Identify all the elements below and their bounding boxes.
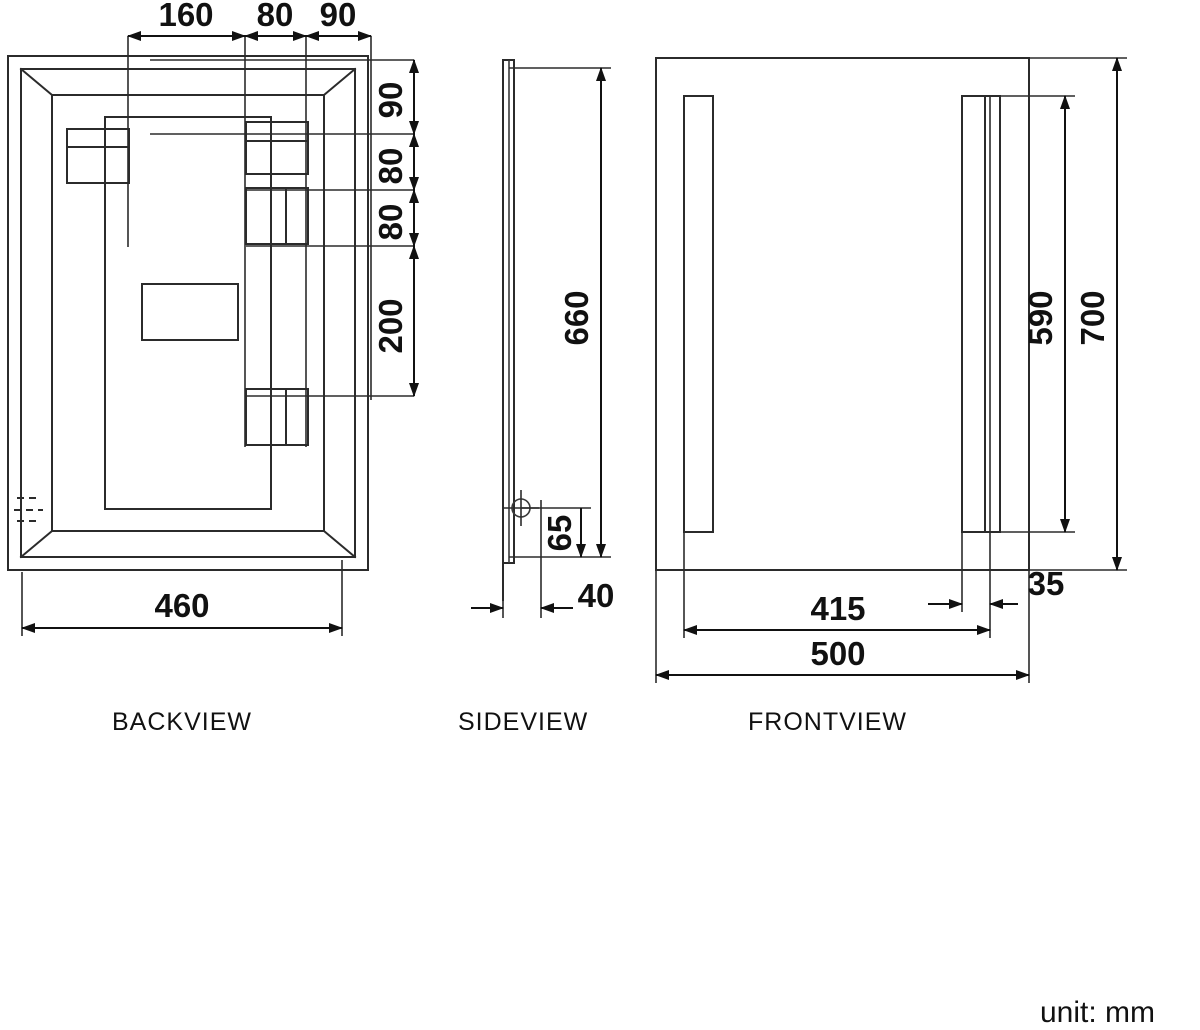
view-label-sideview: SIDEVIEW xyxy=(458,708,588,736)
dim-backview-top-160: 160 xyxy=(127,0,246,41)
dim-sideview-660: 660 xyxy=(558,67,606,558)
dim-sideview-65: 65 xyxy=(541,508,586,558)
dim-label-90-top: 90 xyxy=(320,0,357,33)
dim-label-590: 590 xyxy=(1022,290,1059,345)
dim-label-460: 460 xyxy=(154,587,209,624)
dim-frontview-700: 700 xyxy=(1074,57,1122,571)
dim-backview-right-80a: 80 xyxy=(372,133,419,191)
frontview-handle-strip-right xyxy=(961,95,1001,533)
unit-note: unit: mm xyxy=(1040,996,1155,1029)
dim-label-415: 415 xyxy=(810,590,865,627)
backview-hinge-bracket-left xyxy=(66,128,130,184)
backview-hinge-bracket-right-upper xyxy=(245,121,309,175)
dim-label-80-right-b: 80 xyxy=(372,204,409,241)
backview-mitre-top-left xyxy=(19,67,54,97)
backview-mitre-bottom-left xyxy=(19,529,54,559)
frontview-geometry xyxy=(655,57,1030,571)
dim-label-80-top: 80 xyxy=(257,0,294,33)
dim-label-35: 35 xyxy=(1028,565,1065,602)
dim-frontview-415: 415 xyxy=(683,590,991,635)
dim-backview-right-90: 90 xyxy=(372,59,419,135)
backview-hinge-bracket-right-middle xyxy=(245,187,309,245)
dim-backview-top-80: 80 xyxy=(244,0,307,41)
dim-backview-top-90: 90 xyxy=(305,0,372,41)
backview-center-plate xyxy=(141,283,239,341)
dim-backview-right-200: 200 xyxy=(372,245,419,397)
dim-frontview-500: 500 xyxy=(655,635,1030,680)
backview-geometry xyxy=(7,55,369,571)
backview-frame-inner xyxy=(51,94,325,532)
dim-label-700: 700 xyxy=(1074,290,1111,345)
view-label-frontview: FRONTVIEW xyxy=(748,708,907,736)
frontview-handle-strip-left xyxy=(683,95,714,533)
backview-dimension-lines xyxy=(21,36,414,636)
dim-label-80-right-a: 80 xyxy=(372,148,409,185)
sideview-geometry xyxy=(502,59,539,601)
dim-label-200: 200 xyxy=(372,298,409,353)
dim-label-160: 160 xyxy=(158,0,213,33)
backview-frame-outer xyxy=(20,68,356,558)
dim-label-65: 65 xyxy=(541,515,578,552)
backview-outer-rect xyxy=(7,55,369,571)
dim-frontview-35: 35 xyxy=(928,565,1065,609)
dim-sideview-40: 40 xyxy=(471,577,614,614)
dim-backview-460: 460 xyxy=(21,587,343,633)
dim-label-660: 660 xyxy=(558,290,595,345)
backview-hinge-bracket-right-lower xyxy=(245,388,309,446)
dim-label-500: 500 xyxy=(810,635,865,672)
backview-mitre-bottom-right xyxy=(322,529,357,559)
view-label-backview: BACKVIEW xyxy=(112,708,252,736)
dim-label-40: 40 xyxy=(578,577,615,614)
backview-mitre-top-right xyxy=(322,67,357,97)
dim-label-90-right: 90 xyxy=(372,82,409,119)
dim-backview-right-80b: 80 xyxy=(372,189,419,247)
frontview-door-panel xyxy=(655,57,1030,571)
dim-frontview-590: 590 xyxy=(1022,95,1070,533)
